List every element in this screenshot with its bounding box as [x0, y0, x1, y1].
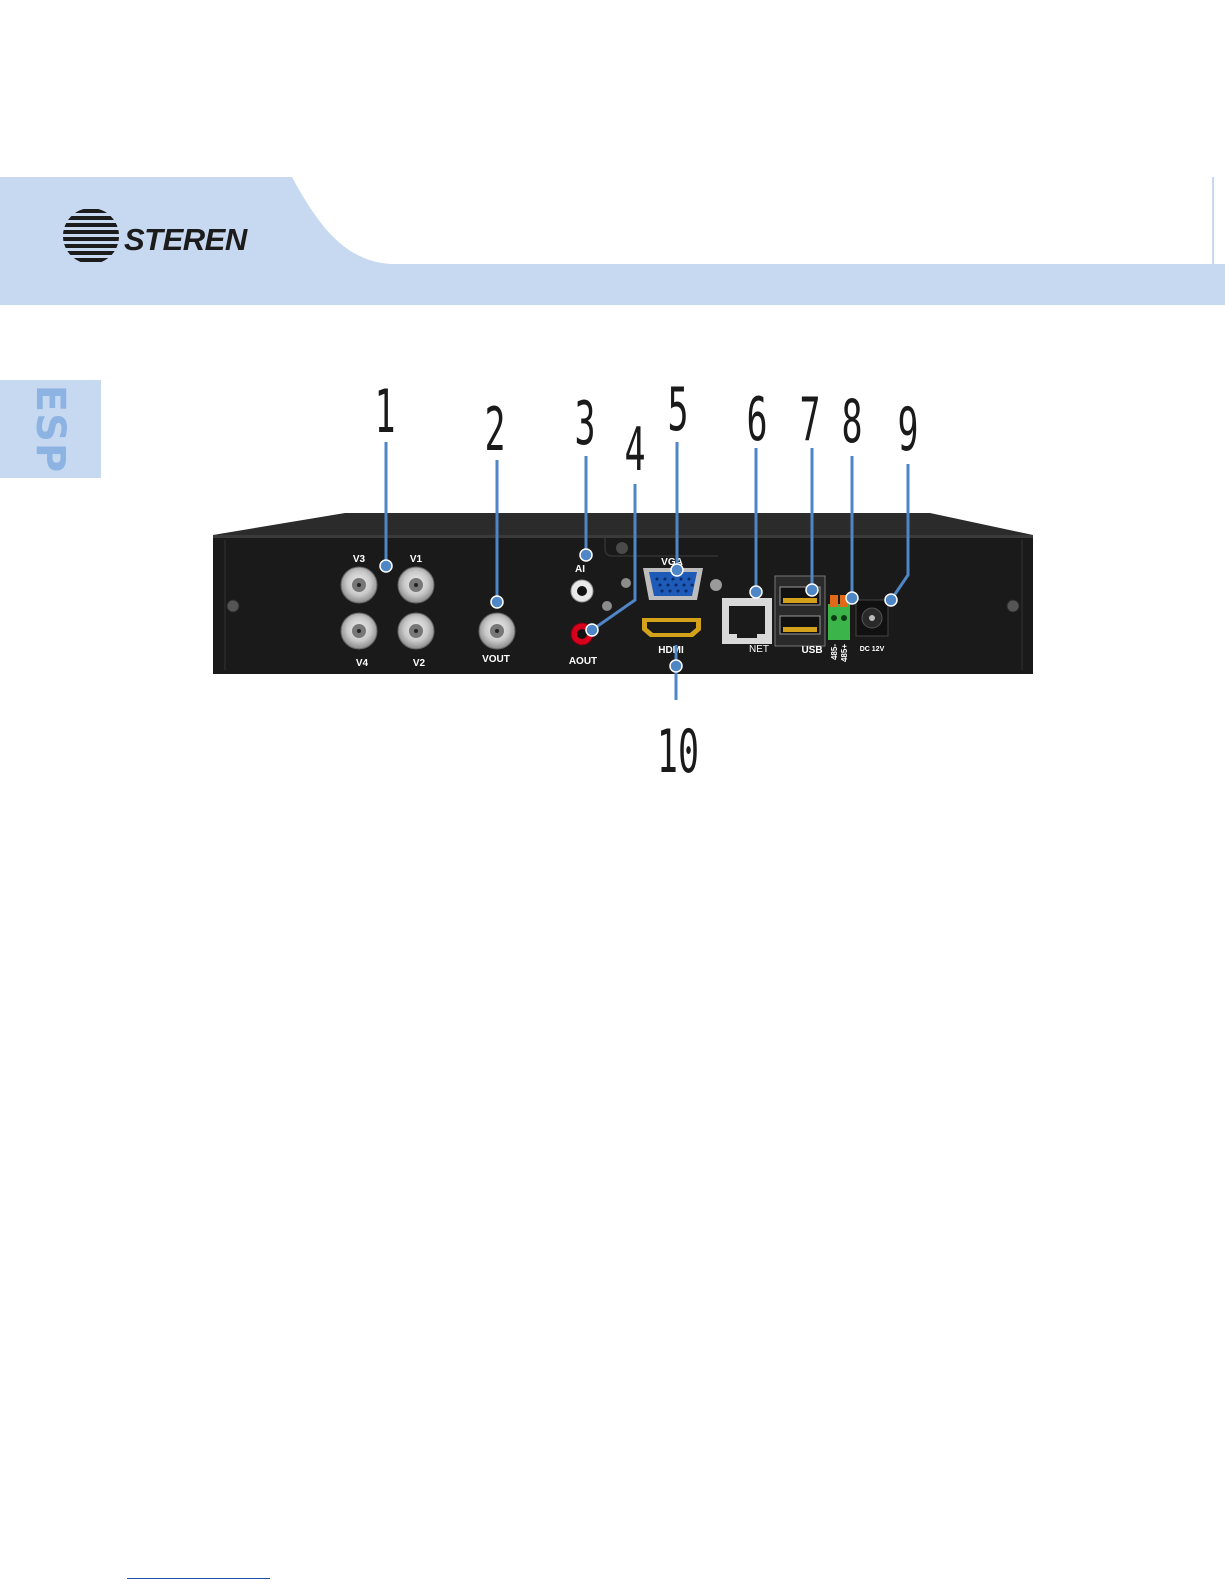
header-band: [0, 0, 1225, 310]
callout-number-2: 2: [484, 394, 505, 465]
port-label-net: NET: [749, 644, 769, 655]
callout-number-4: 4: [624, 414, 645, 485]
port-label-v2: V2: [413, 658, 426, 669]
vga-port: [649, 572, 697, 596]
screw-icon: [602, 601, 612, 611]
dvr-device: [213, 513, 1033, 674]
callout-number-5: 5: [667, 380, 688, 445]
brand-name: STEREN: [124, 222, 247, 258]
port-label-v4: V4: [356, 658, 369, 669]
port-label-aout: AOUT: [569, 656, 597, 667]
callout-number-9: 9: [897, 394, 918, 465]
screw-icon: [1007, 600, 1019, 612]
screw-icon: [227, 600, 239, 612]
callout-number-8: 8: [841, 386, 862, 457]
callout-number-3: 3: [574, 388, 595, 459]
screw-icon: [710, 579, 722, 591]
screw-icon: [621, 578, 631, 588]
port-label-ai: AI: [575, 564, 585, 575]
callout-number-6: 6: [746, 384, 767, 455]
callout-number-1: 1: [374, 380, 395, 447]
port-label-v1: V1: [410, 554, 423, 565]
device-top: [213, 513, 1033, 535]
callout-number-7: 7: [799, 384, 820, 455]
callout-number-10: 10: [657, 716, 699, 780]
screw-icon: [616, 542, 628, 554]
port-label-485-minus: 485-: [830, 644, 839, 660]
port-label-v3: V3: [353, 554, 366, 565]
footer-rule: [127, 1578, 270, 1579]
port-label-485-plus: 485+: [840, 644, 849, 662]
port-label-vout: VOUT: [482, 654, 510, 665]
rear-panel-diagram: 1 2 3 4 5 6 7 8 9 10: [0, 380, 1225, 780]
port-label-dc: DC 12V: [860, 646, 885, 653]
rs485-terminal: [828, 604, 850, 640]
port-label-usb: USB: [801, 645, 822, 656]
port-label-hdmi: HDMI: [658, 645, 684, 656]
